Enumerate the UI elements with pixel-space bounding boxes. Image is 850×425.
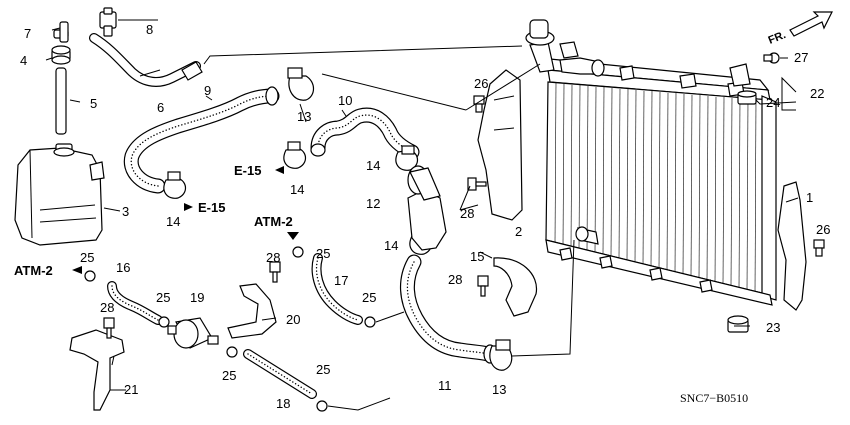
radiator-side-bracket — [777, 181, 807, 311]
label-12: 12 — [366, 196, 380, 211]
reserve-tank-cap — [51, 45, 71, 65]
ref-e15-left: E-15 — [234, 163, 261, 178]
front-direction-arrow — [789, 11, 833, 37]
label-23: 23 — [766, 320, 780, 335]
label-20: 20 — [286, 312, 300, 327]
label-2: 2 — [515, 224, 522, 239]
label-25a: 25 — [80, 250, 94, 265]
atf-cooler-hose-b — [311, 253, 363, 325]
label-16: 16 — [116, 260, 130, 275]
label-6: 6 — [157, 100, 164, 115]
hose-clamp-25 — [84, 246, 376, 412]
hose-joint — [53, 21, 69, 43]
label-28b: 28 — [448, 272, 462, 287]
label-25c: 25 — [156, 290, 170, 305]
label-19: 19 — [190, 290, 204, 305]
label-28d: 28 — [100, 300, 114, 315]
hose-clamp-14b — [283, 141, 307, 169]
label-9: 9 — [204, 83, 211, 98]
filter-bracket — [227, 283, 277, 339]
ref-atm2-top: ATM-2 — [254, 214, 293, 229]
reference-codes: E-15 E-15 ATM-2 ATM-2 — [14, 163, 293, 278]
hose-clamp-13b — [489, 339, 513, 371]
label-13a: 13 — [297, 109, 311, 124]
radiator-bracket-22 — [729, 63, 751, 87]
label-14c: 14 — [366, 158, 380, 173]
label-11: 11 — [438, 378, 452, 393]
water-outlet — [407, 165, 447, 251]
radiator-mount-cushion-23 — [727, 315, 749, 333]
label-4: 4 — [20, 53, 27, 68]
bypass-hose — [310, 107, 420, 160]
reserve-tank — [14, 143, 105, 246]
lower-radiator-hose — [400, 254, 497, 364]
atf-cooler-hose-c — [243, 349, 317, 399]
atf-filter — [167, 317, 219, 349]
hose-holder-bracket — [493, 257, 538, 317]
upper-radiator-hose — [123, 86, 280, 194]
atf-cooler-hose-a — [107, 281, 163, 325]
ref-arrows — [72, 166, 299, 274]
air-guide — [477, 69, 523, 221]
radiator-core-fins — [554, 82, 765, 295]
hose-clip — [99, 7, 117, 37]
label-28c: 28 — [266, 250, 280, 265]
label-7: 7 — [24, 26, 31, 41]
label-25e: 25 — [222, 368, 236, 383]
label-8: 8 — [146, 22, 153, 37]
bolt-26a — [473, 95, 485, 113]
label-21: 21 — [124, 382, 138, 397]
label-25d: 25 — [362, 290, 376, 305]
hose-clamp-14a — [163, 171, 187, 199]
radiator-assembly — [525, 19, 777, 306]
bolt-26b — [813, 239, 825, 257]
hose-clamp-14c — [395, 145, 419, 171]
label-24: 24 — [766, 95, 780, 110]
label-18: 18 — [276, 396, 290, 411]
label-15: 15 — [470, 249, 484, 264]
label-14d: 14 — [384, 238, 398, 253]
bolt-27 — [763, 52, 780, 64]
label-1: 1 — [806, 190, 813, 205]
label-17: 17 — [334, 273, 348, 288]
ref-atm2-left: ATM-2 — [14, 263, 53, 278]
bolt-28 — [103, 177, 489, 339]
hose-bracket — [69, 329, 125, 411]
callout-labels: 7 8 4 5 6 9 13 10 26 3 14 14 14 14 12 28… — [20, 22, 830, 411]
label-22: 22 — [810, 86, 824, 101]
label-14a: 14 — [166, 214, 180, 229]
direction-label: FR. — [767, 29, 788, 47]
label-5: 5 — [90, 96, 97, 111]
label-26a: 26 — [474, 76, 488, 91]
label-10: 10 — [338, 93, 352, 108]
label-13b: 13 — [492, 382, 506, 397]
label-3: 3 — [122, 204, 129, 219]
reserve-tank-tube — [55, 67, 67, 135]
label-14b: 14 — [290, 182, 304, 197]
label-28a: 28 — [460, 206, 474, 221]
ref-e15-right: E-15 — [198, 200, 225, 215]
label-25b: 25 — [316, 246, 330, 261]
leader-lines — [45, 19, 799, 411]
hose-clamp-13a — [287, 67, 315, 101]
overflow-hose — [89, 33, 203, 87]
label-25f: 25 — [316, 362, 330, 377]
label-26b: 26 — [816, 222, 830, 237]
diagram-code: SNC7−B0510 — [680, 391, 748, 405]
label-27: 27 — [794, 50, 808, 65]
radiator-mount-cushion-24 — [737, 90, 757, 105]
